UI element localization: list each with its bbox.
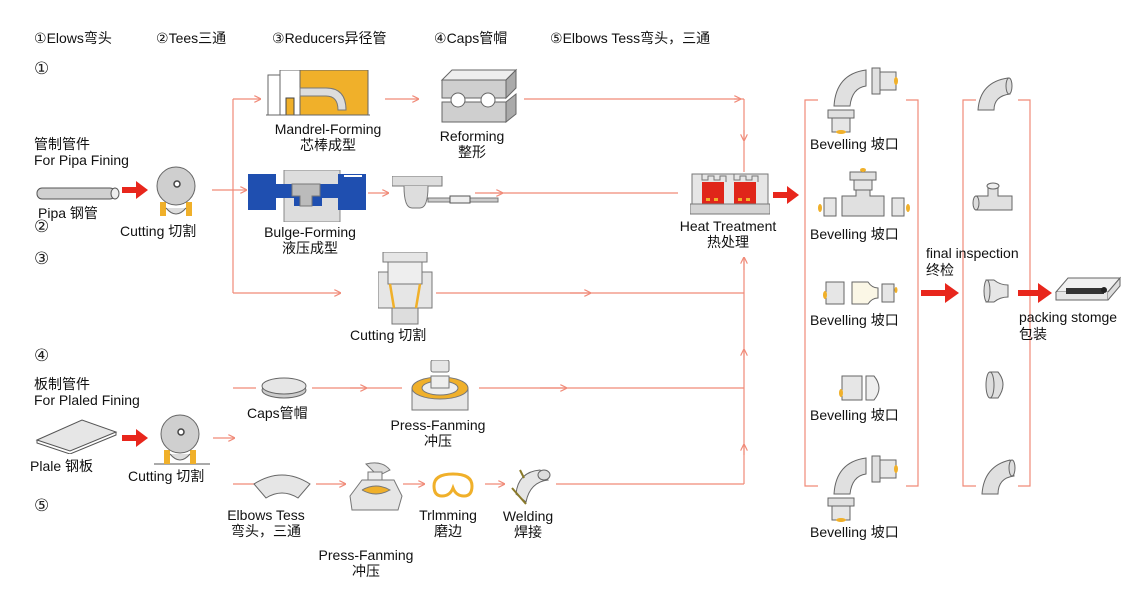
- mandrel-forming-label-en: Mandrel-Forming: [274, 121, 382, 137]
- row-marker-3: ③: [34, 249, 50, 268]
- press-forming-elbow-icon: [349, 462, 403, 511]
- bulge-forming-label-en: Bulge-Forming: [264, 224, 356, 240]
- final-bracket-left: [962, 99, 976, 487]
- plate-material-label: Plale 钢板: [30, 458, 94, 474]
- bevel-bracket-left: [804, 99, 818, 487]
- finished-elbow-icon: [981, 459, 1016, 495]
- final-inspection-label-en: final inspection: [926, 245, 1019, 261]
- row-marker-2: ②: [34, 217, 50, 236]
- cap-disc-icon: [261, 377, 307, 399]
- mandrel-forming-icon: [266, 70, 370, 116]
- bevel-bracket-right: [906, 99, 919, 487]
- cutting-saw-icon: [154, 414, 210, 465]
- row-marker-5: ⑤: [34, 496, 50, 515]
- press-elbows-label-en: Press-Fanming: [318, 547, 414, 563]
- legend-num: ③: [272, 30, 285, 46]
- tee-preform-icon: [392, 176, 499, 209]
- cutting-saw-icon: [156, 166, 196, 216]
- bevel-elbow-icon: [827, 455, 898, 522]
- legend-item-caps: ④Caps管帽: [434, 30, 507, 46]
- pipe-cutting-label: Cutting 切割: [120, 223, 197, 239]
- pipe-material-label: Pipa 钢管: [38, 205, 98, 221]
- packing-label-cn: 包装: [1019, 326, 1047, 342]
- reforming-label-en: Reforming: [439, 128, 505, 144]
- heat-treatment-label-en: Heat Treatment: [679, 218, 777, 234]
- bevelling-label-5: Bevelling 坡口: [810, 524, 899, 540]
- legend-num: ②: [156, 30, 169, 46]
- packing-label-en: packing stomge: [1019, 309, 1118, 325]
- reforming-label-cn: 整形: [458, 144, 486, 160]
- legend-item-tees: ②Tees三通: [156, 30, 226, 46]
- legend-num: ④: [434, 30, 447, 46]
- elbows-label-en: Elbows Tess: [227, 507, 305, 523]
- big-arrow: [773, 186, 799, 204]
- cutting-3-label: Cutting 切割: [350, 327, 427, 343]
- trimming-ring-icon: [432, 472, 474, 498]
- finished-cap-icon: [985, 371, 1004, 399]
- packing-box-icon: [1054, 276, 1122, 301]
- cutting-die-icon: [378, 252, 433, 325]
- legend-label: Elbows Tess弯头，三通: [562, 30, 711, 46]
- elbows-label-cn: 弯头，三通: [231, 523, 301, 539]
- legend-item-elbows-tees: ⑤Elbows Tess弯头，三通: [550, 30, 710, 46]
- final-inspection-label-cn: 终检: [926, 262, 954, 278]
- finished-tee-icon: [972, 182, 1013, 211]
- legend-item-reducers: ③Reducers异径管: [272, 30, 386, 46]
- legend-item-elbows: ①Elows弯头: [34, 30, 112, 46]
- trimming-label-en: Trlmming: [419, 507, 477, 523]
- pipe-section-title-en: For Pipa Fining: [34, 152, 129, 168]
- bulge-forming-die-icon: [248, 170, 366, 222]
- legend-label: Reducers异径管: [284, 30, 387, 46]
- legend-label: Elows弯头: [46, 30, 112, 46]
- finished-elbow-icon: [977, 77, 1013, 111]
- press-caps-label-en: Press-Fanming: [390, 417, 486, 433]
- heat-treatment-label-cn: 热处理: [707, 234, 749, 250]
- pipe-section-title-cn: 管制管件: [34, 136, 90, 152]
- welding-label-en: Welding: [502, 508, 554, 524]
- bevelling-label-4: Bevelling 坡口: [810, 407, 899, 423]
- bulge-forming-label-cn: 液压成型: [282, 240, 338, 256]
- plate-section-title-cn: 板制管件: [34, 376, 90, 392]
- steel-plate-icon: [35, 419, 118, 454]
- legend-num: ①: [34, 30, 47, 46]
- reforming-die-icon: [440, 68, 518, 124]
- legend-num: ⑤: [550, 30, 563, 46]
- trimming-label-cn: 磨边: [434, 523, 462, 539]
- big-arrow: [1018, 283, 1052, 303]
- bevelling-label-2: Bevelling 坡口: [810, 226, 899, 242]
- bevel-reducer-icon: [823, 281, 898, 305]
- bevel-cap-icon: [839, 375, 880, 401]
- plate-section-title-en: For Plaled Fining: [34, 392, 140, 408]
- welded-elbow-icon: [511, 469, 551, 505]
- heat-treatment-furnace-icon: [690, 173, 770, 215]
- big-arrow: [921, 283, 959, 303]
- press-caps-label-cn: 冲压: [424, 433, 452, 449]
- bevelling-label-3: Bevelling 坡口: [810, 312, 899, 328]
- elbow-segment-plate-icon: [253, 474, 311, 499]
- bevelling-label-1: Bevelling 坡口: [810, 136, 899, 152]
- press-forming-cap-icon: [411, 360, 469, 411]
- welding-label-cn: 焊接: [514, 524, 542, 540]
- plate-cutting-label: Cutting 切割: [128, 468, 205, 484]
- bevel-elbow-icon: [827, 67, 898, 134]
- mandrel-forming-label-cn: 芯棒成型: [300, 137, 356, 153]
- big-arrow: [122, 181, 148, 199]
- steel-pipe-icon: [36, 187, 120, 200]
- legend-label: Tees三通: [168, 30, 227, 46]
- big-arrows: [122, 181, 1052, 447]
- bevel-tee-icon: [818, 168, 910, 217]
- legend-label: Caps管帽: [446, 30, 508, 46]
- press-elbows-label-cn: 冲压: [352, 563, 380, 579]
- row-marker-1: ①: [34, 59, 50, 78]
- finished-reducer-icon: [983, 279, 1009, 303]
- caps-label: Caps管帽: [247, 405, 308, 421]
- row-marker-4: ④: [34, 346, 50, 365]
- big-arrow: [122, 429, 148, 447]
